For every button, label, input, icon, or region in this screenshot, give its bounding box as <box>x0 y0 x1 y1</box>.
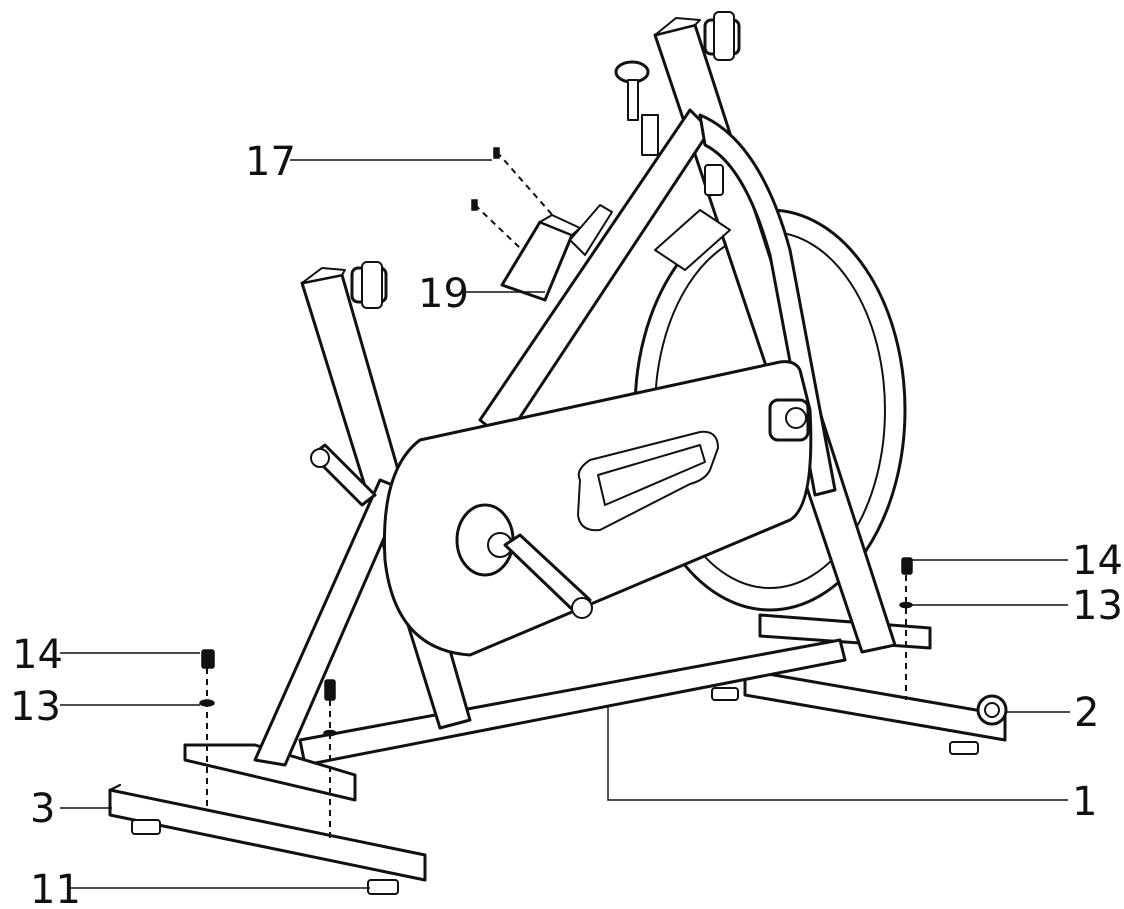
callout-13-right: 13 <box>1072 583 1123 629</box>
screws-and-washers <box>199 147 913 838</box>
callout-14-right: 14 <box>1072 538 1123 584</box>
left-crank <box>310 443 377 507</box>
callout-labels: 17 19 14 13 14 13 2 3 1 11 <box>10 139 1123 909</box>
callout-3: 3 <box>30 786 55 832</box>
chain-guard <box>382 360 813 657</box>
leader-lines <box>60 159 1070 889</box>
brake-mechanism <box>654 164 731 271</box>
callout-13-left: 13 <box>10 684 61 730</box>
computer-bracket <box>500 204 613 302</box>
adjustment-knob <box>614 60 659 156</box>
callout-17: 17 <box>245 139 296 185</box>
rear-stabilizer <box>711 613 1008 755</box>
callout-19: 19 <box>418 271 469 317</box>
callout-11: 11 <box>30 867 81 909</box>
callout-14-left: 14 <box>12 632 63 678</box>
front-mount-plate <box>183 743 357 802</box>
main-frame-base <box>298 638 847 767</box>
callout-1: 1 <box>1072 779 1097 825</box>
front-stabilizer <box>108 783 427 895</box>
callout-2: 2 <box>1074 690 1099 736</box>
